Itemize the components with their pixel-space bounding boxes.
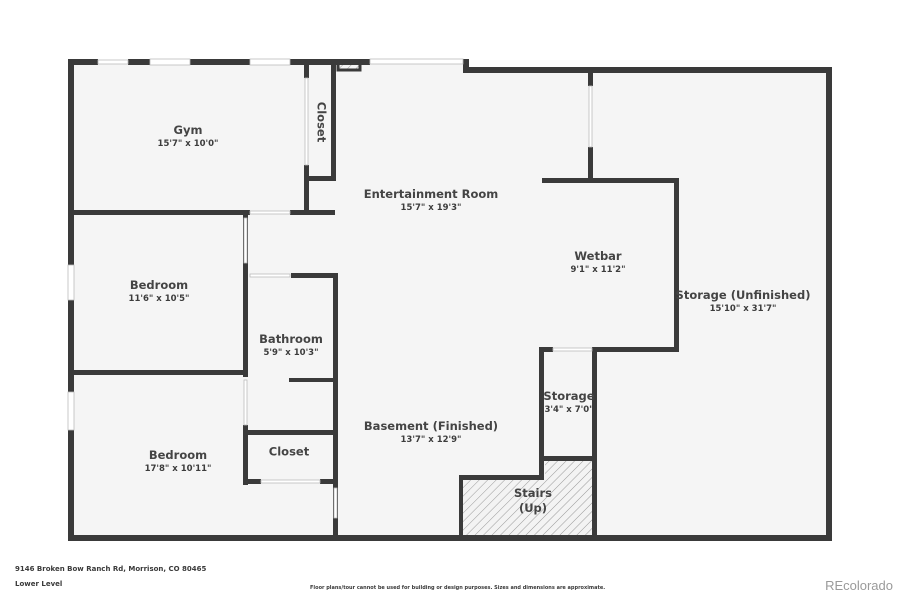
disclaimer: Floor plans/tour cannot be used for buil…	[310, 585, 606, 591]
room-name: Wetbar	[574, 249, 622, 263]
room-closet-top: Closet	[314, 102, 329, 142]
room-name: Bedroom	[129, 278, 189, 292]
room-wetbar: Wetbar 9'1" x 11'2"	[570, 249, 625, 277]
room-dimensions: 15'10" x 31'7"	[709, 304, 777, 314]
room-dimensions: 11'6" x 10'5"	[128, 294, 190, 304]
room-name: Closet	[314, 101, 329, 143]
room-dimensions: 15'7" x 19'3"	[400, 203, 462, 213]
room-dimensions: 5'9" x 10'3"	[263, 348, 319, 358]
room-bathroom: Bathroom 5'9" x 10'3"	[259, 332, 323, 360]
room-name: Entertainment Room	[363, 187, 499, 201]
room-name: Bathroom	[259, 332, 323, 346]
room-entertainment-room: Entertainment Room 15'7" x 19'3"	[364, 187, 499, 215]
floor-level: Lower Level	[15, 580, 63, 588]
room-gym: Gym 15'7" x 10'0"	[158, 123, 219, 151]
stairs-direction: (Up)	[518, 501, 548, 515]
floor-area	[70, 62, 829, 539]
windows	[67, 58, 593, 519]
room-dimensions: 17'8" x 10'11"	[144, 464, 212, 474]
room-name: Stairs	[514, 486, 552, 500]
room-stairs: Stairs (Up)	[514, 486, 552, 516]
room-closet-bottom: Closet	[269, 445, 309, 460]
walls	[68, 59, 832, 541]
room-bedroom-1: Bedroom 11'6" x 10'5"	[129, 278, 190, 306]
room-storage-unfinished: Storage (Unfinished) 15'10" x 31'7"	[676, 288, 811, 316]
room-name: Storage (Unfinished)	[675, 288, 811, 302]
room-name: Bedroom	[148, 448, 208, 462]
room-name: Basement (Finished)	[363, 419, 499, 433]
room-name: Closet	[268, 444, 310, 459]
room-dimensions: 9'1" x 11'2"	[570, 265, 626, 275]
room-bedroom-2: Bedroom 17'8" x 10'11"	[145, 448, 212, 476]
stairs-hatch	[461, 459, 595, 537]
room-name: Gym	[173, 123, 203, 137]
room-storage-small: Storage 3'4" x 7'0"	[543, 389, 594, 417]
room-dimensions: 13'7" x 12'9"	[400, 435, 462, 445]
room-basement: Basement (Finished) 13'7" x 12'9"	[364, 419, 498, 447]
room-dimensions: 15'7" x 10'0"	[157, 139, 219, 149]
room-dimensions: 3'4" x 7'0"	[544, 405, 594, 415]
brand-logo: REcolorado	[825, 578, 893, 593]
room-name: Storage	[543, 389, 595, 403]
property-address: 9146 Broken Bow Ranch Rd, Morrison, CO 8…	[15, 565, 207, 573]
